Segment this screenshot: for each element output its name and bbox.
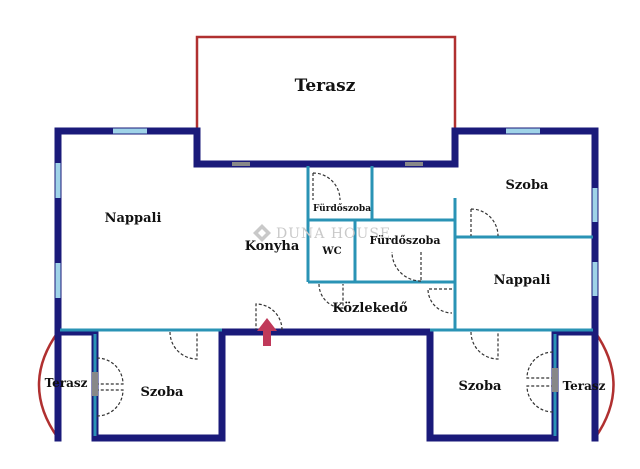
door-swing [427, 288, 453, 314]
door-swing [169, 331, 198, 360]
door-swing [255, 303, 283, 331]
entrance-arrow-icon [257, 318, 277, 346]
room-label-terasz-left: Terasz [45, 376, 88, 390]
door-swing [526, 385, 554, 413]
room-label-konyha: Konyha [245, 239, 300, 254]
terrace-left-railing [37, 331, 60, 439]
terrace-doors [232, 162, 423, 166]
windows [55, 128, 598, 298]
terrace-door-sill [405, 162, 423, 166]
room-label-terasz-top: Terasz [295, 76, 356, 96]
door-swing [96, 357, 124, 385]
room-label-szoba-right: Szoba [459, 379, 503, 394]
side-door-sills [92, 368, 558, 396]
room-label-nappali-left: Nappali [105, 211, 162, 226]
door-swing [391, 251, 422, 282]
room-label-kozlekedo: Közlekedő [332, 301, 408, 316]
room-label-terasz-right: Terasz [563, 379, 606, 393]
door-swing [470, 208, 499, 237]
outer-walls [54, 127, 599, 442]
watermark-text: DUNA HOUSE [276, 226, 391, 242]
door-sill [552, 368, 558, 392]
terrace-right-railing [593, 331, 615, 439]
doors [96, 172, 554, 417]
room-label-furdoszoba-small: Fürdőszoba [313, 203, 371, 214]
door-swing [96, 389, 124, 417]
door-swing [526, 351, 554, 379]
outer-wall-main [54, 127, 599, 442]
room-label-nappali-right: Nappali [494, 273, 551, 288]
room-label-szoba-top-right: Szoba [506, 178, 550, 193]
room-label-wc: WC [321, 246, 341, 257]
room-label-furdoszoba: Fürdőszoba [369, 234, 440, 247]
terrace-door-sill [232, 162, 250, 166]
door-swing [470, 331, 499, 360]
terrace-top [195, 35, 457, 131]
door-sill [92, 372, 98, 396]
terrace-top-railing [195, 35, 457, 131]
duna-house-logo-icon [253, 224, 271, 242]
inner-walls [60, 166, 593, 436]
watermark: DUNA HOUSE [253, 224, 391, 242]
door-swing [312, 172, 341, 201]
room-label-szoba-left: Szoba [141, 385, 185, 400]
door-swing [318, 283, 344, 309]
